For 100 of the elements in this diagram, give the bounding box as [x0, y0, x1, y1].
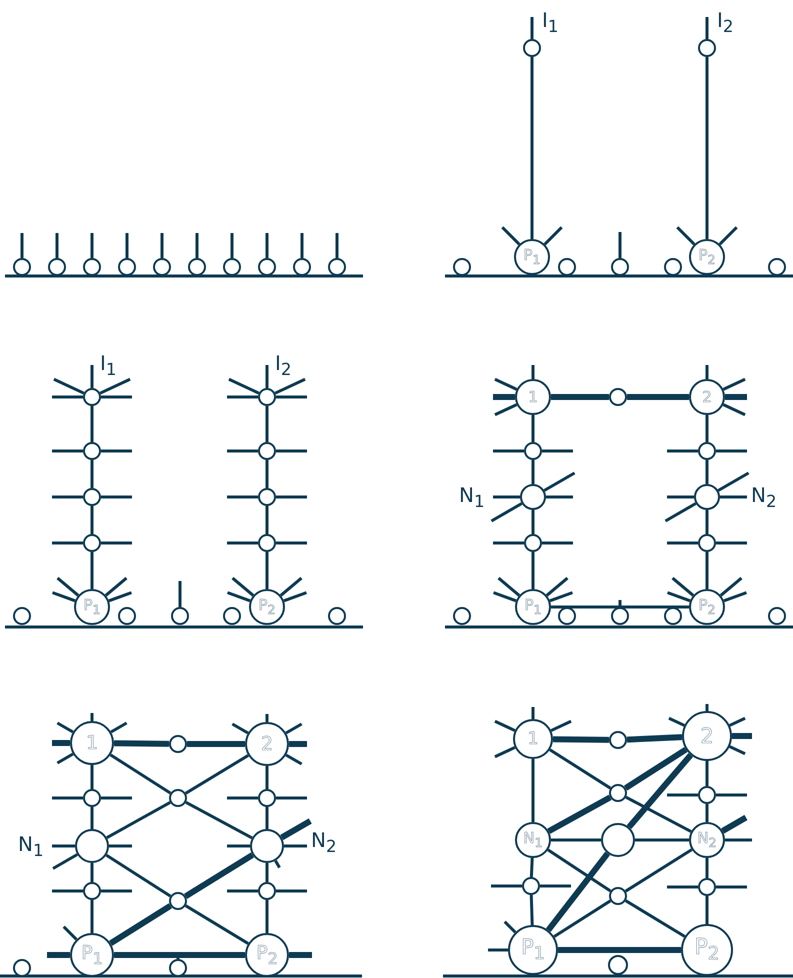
connector-line	[184, 852, 254, 899]
neuron-circle	[453, 607, 471, 625]
neuron-circle	[689, 239, 725, 275]
connector-line	[551, 606, 689, 608]
neuron-circle	[118, 607, 136, 625]
neuron-circle	[698, 786, 716, 804]
neuron-circle	[258, 488, 276, 506]
connector-line	[624, 746, 688, 791]
neuron-circle	[609, 388, 627, 406]
connector-line	[266, 807, 268, 829]
node-label: 2	[702, 390, 712, 404]
neuron-circle	[293, 258, 311, 276]
connector-line	[106, 854, 172, 898]
neuron-circle	[558, 258, 576, 276]
neuron-circle	[249, 589, 285, 625]
connector-line	[266, 406, 268, 442]
connector-line	[532, 510, 534, 534]
connector-line	[266, 863, 268, 882]
node-label: N$_{1}$	[523, 830, 543, 850]
connector-line	[624, 848, 693, 892]
neuron-circle	[48, 258, 66, 276]
connector-line	[114, 740, 170, 747]
neuron-circle	[689, 822, 725, 858]
connector-line	[706, 896, 708, 924]
connector-line	[546, 852, 610, 932]
connector-line	[90, 807, 94, 829]
connector-line	[626, 753, 694, 830]
neuron-circle	[83, 882, 101, 900]
connector-line	[551, 394, 609, 400]
connector-line	[552, 736, 610, 743]
connector-line	[635, 838, 689, 842]
connector-line	[90, 506, 94, 534]
connector-line	[266, 506, 268, 534]
connector-line	[532, 460, 534, 484]
connector-line	[706, 57, 708, 239]
connector-line	[109, 903, 172, 946]
neuron-circle	[611, 607, 629, 625]
connector-line	[90, 406, 94, 442]
connector-line	[266, 552, 268, 589]
neuron-circle	[609, 784, 627, 802]
neuron-circle	[169, 735, 187, 753]
node-label: P$_{2}$	[256, 944, 278, 966]
node-label: 2	[700, 726, 714, 746]
node-label: N$_{2}$	[311, 830, 337, 856]
neuron-circle	[83, 789, 101, 807]
neuron-circle	[524, 534, 542, 552]
connector-line	[184, 754, 249, 795]
connector-line	[90, 765, 94, 789]
neuron-circle	[515, 379, 551, 415]
node-label: 2	[260, 734, 274, 754]
connector-line	[627, 394, 689, 400]
neuron-circle	[558, 607, 576, 625]
neuron-circle	[453, 258, 471, 276]
neuron-circle	[698, 878, 716, 896]
connector-line	[624, 899, 686, 938]
neuron-circle	[258, 534, 276, 552]
node-label: I$_{1}$	[542, 10, 559, 36]
neuron-circle	[13, 959, 31, 977]
neuron-circle	[83, 488, 101, 506]
neuron-circle	[169, 959, 187, 977]
neuron-circle	[171, 607, 189, 625]
neuron-circle	[328, 607, 346, 625]
node-label: 1	[86, 734, 98, 752]
connector-line	[618, 600, 622, 607]
connector-line	[532, 759, 534, 822]
connector-line	[90, 863, 94, 882]
neuron-circle	[258, 442, 276, 460]
neuron-circle	[682, 711, 732, 761]
connector-line	[547, 848, 612, 892]
neuron-circle	[514, 239, 550, 275]
neuron-circle	[522, 877, 540, 895]
connector-line	[558, 947, 681, 953]
node-label: P$_{2}$	[694, 936, 720, 964]
neuron-circle	[664, 258, 682, 276]
neuron-circle	[768, 607, 786, 625]
neuron-circle	[664, 607, 682, 625]
neuron-circle	[13, 607, 31, 625]
connector-line	[706, 761, 708, 786]
neuron-circle	[258, 789, 276, 807]
node-label: P$_{1}$	[521, 936, 545, 964]
node-label: I$_{1}$	[100, 353, 117, 379]
neuron-circle	[515, 589, 551, 625]
neuron-circle	[513, 719, 553, 759]
neuron-circle	[609, 731, 627, 749]
connector-line	[90, 460, 94, 488]
connector-line	[532, 415, 534, 442]
neuron-circle	[689, 589, 725, 625]
node-label: 1	[528, 390, 538, 404]
connector-line	[90, 552, 94, 589]
neuron-circle	[118, 258, 136, 276]
connector-line	[625, 796, 692, 833]
neuron-circle	[169, 892, 187, 910]
connector-line	[106, 801, 171, 840]
neuron-circle	[611, 258, 629, 276]
neuron-circle	[608, 955, 628, 975]
connector-line	[530, 57, 534, 239]
connector-line	[706, 415, 708, 442]
node-label: P$_{1}$	[84, 598, 100, 616]
connector-line	[266, 900, 268, 933]
neuron-circle	[245, 933, 289, 977]
